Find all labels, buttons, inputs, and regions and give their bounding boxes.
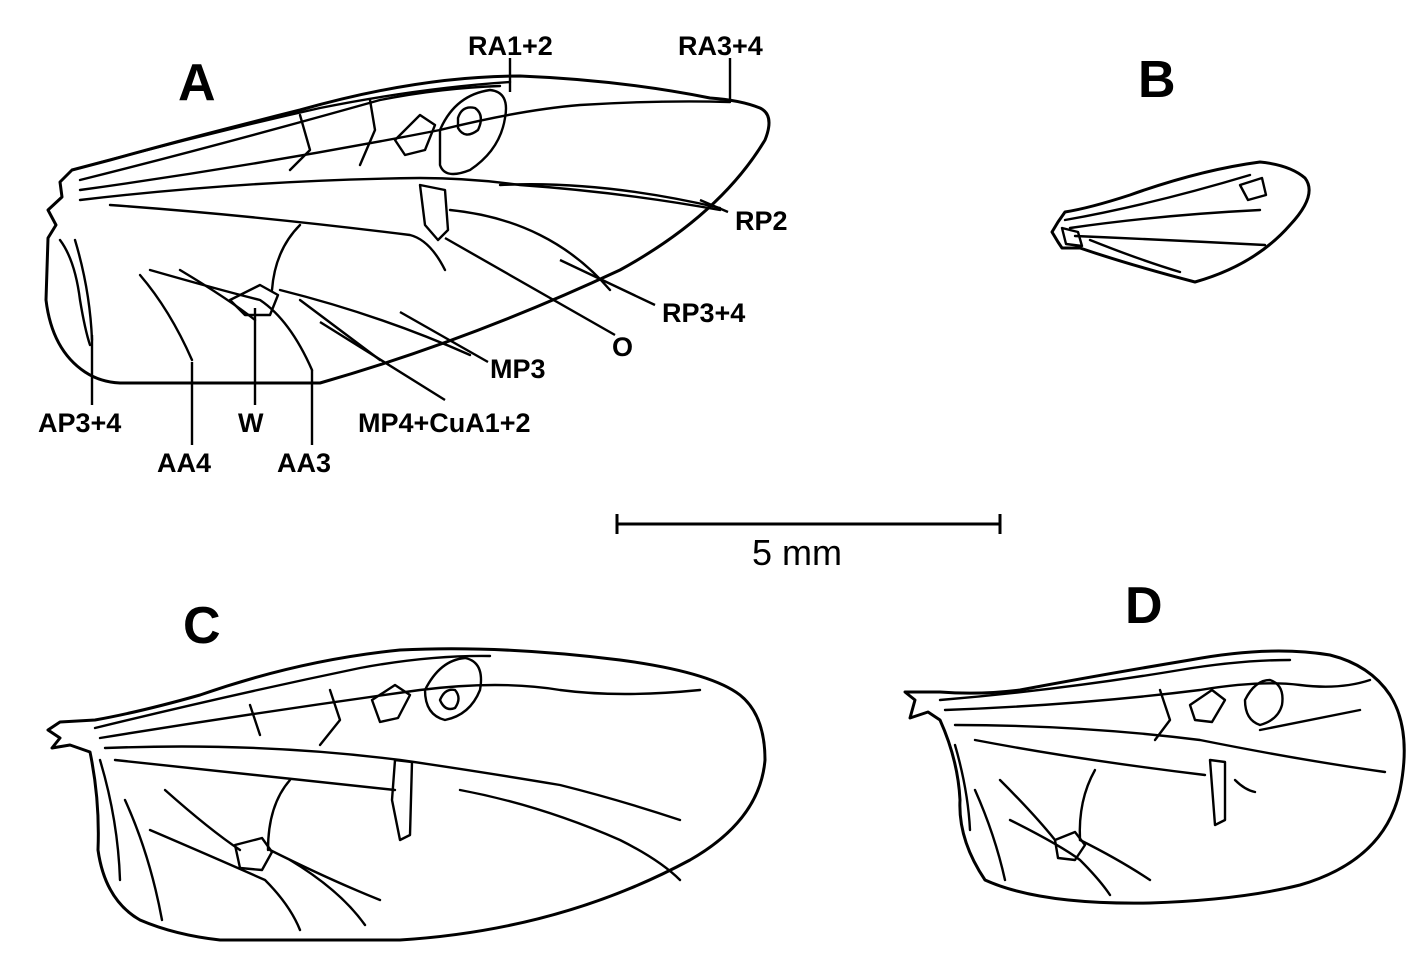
label-rp3-4: RP3+4 [662,298,745,328]
wing-d [903,649,1406,905]
label-ap3-4: AP3+4 [38,408,121,438]
label-aa3: AA3 [277,448,331,478]
wing-a-rp-vein [78,176,722,212]
leader-o [444,236,616,337]
wing-c-outline [46,647,767,942]
wing-a-mp-loop [270,223,302,292]
wing-a-ra-vein [78,100,732,192]
wing-b-base [1060,226,1084,248]
wing-a-subcostal-vein [78,84,502,182]
wing-a-rp2-branch [498,183,722,210]
panel-letter-c: C [183,597,221,655]
wing-b-vein-1 [1063,173,1252,222]
wing-a-cross-vein-2 [358,98,377,167]
wing-a-stigma-cell [438,88,508,176]
wing-c-mp-loop [266,778,292,852]
label-ra1-2: RA1+2 [468,31,553,61]
wing-c-cross-vein-2 [318,688,342,747]
wing-d-cross-cell-1 [1188,688,1227,724]
wing-c-rp3-branch [458,788,682,882]
wing-d-cross-vein-2 [1153,688,1172,742]
wing-c-ap-vein [98,758,122,882]
wing-c-cell-w [233,836,274,872]
wing-a-costal-vein [78,80,512,170]
wing-b-vein-2 [1068,208,1262,230]
wing-a-cross-vein-3 [288,113,312,172]
wing-d-mp-loop [1078,768,1097,842]
label-mp3: MP3 [490,354,546,384]
wing-c-stigma-loop [438,688,460,711]
panel-letter-a: A [178,54,216,112]
wing-c-aa4-vein [123,798,164,922]
panel-letter-d: D [1125,577,1163,635]
wing-d-rp3-branch [1233,778,1257,794]
label-w: W [238,408,264,438]
wing-d-o-cell [1208,758,1227,827]
wing-c-m-vein [113,758,397,792]
wing-b [1050,160,1311,284]
label-o: O [612,332,633,362]
wing-c-cua-vein [148,828,302,932]
wing-a-ap-vein [73,238,94,342]
wing-c-mp3-branch [268,848,382,902]
wing-d-outline [903,649,1406,905]
wing-c-costal-vein [93,654,492,730]
wing-d-stigma-cell [1243,678,1284,727]
wing-d-m-vein [973,738,1207,777]
wing-b-cell [1238,176,1268,202]
wing-c-cross-vein-3 [248,703,262,737]
wing-c-aa3-vein [163,788,242,852]
wing-d-ap-vein [953,743,972,832]
wing-b-outline [1050,160,1311,284]
scale-bar: 5 mm [615,514,1002,573]
wing-b-vein-4 [1088,238,1182,274]
vein-labels: RA1+2 RA3+4 RP2 RP3+4 O MP3 MP4+CuA1+2 A… [38,31,788,478]
label-mp4-cua1-2: MP4+CuA1+2 [358,408,531,438]
wing-a-anal-loop [58,238,92,347]
wing-a-stigma-loop [456,106,483,136]
wing-a-aa4-vein [138,273,194,362]
wing-d-rp-vein [953,723,1387,774]
wing-a [44,74,771,385]
wing-d-ra-vein [943,678,1372,712]
label-rp2: RP2 [735,206,788,236]
leader-mp3 [399,310,489,364]
wing-d-costal-vein [938,658,1292,702]
wing-c-o-cell [390,758,414,842]
leader-rp2 [699,198,729,214]
leader-mp4-cua [319,320,446,402]
wing-c-rp-vein [103,745,682,822]
wing-a-outline [44,74,771,385]
wing-b-vein-3 [1073,234,1267,247]
wing-d-aa3-vein [998,778,1057,842]
wing-c-cross-cell-1 [370,683,412,724]
wing-d-cell-w [1053,830,1087,862]
wing-a-cross-cell-1 [393,113,437,157]
label-aa4: AA4 [157,448,211,478]
wing-a-m-vein [108,203,447,272]
wing-c [46,647,767,942]
label-ra3-4: RA3+4 [678,31,763,61]
label-leaders [90,58,732,445]
wing-a-cua-vein [148,268,314,372]
scale-bar-label: 5 mm [752,532,842,573]
wing-a-aa3-vein [178,268,257,322]
wing-d-mp3-branch [1078,838,1152,882]
wing-d-aa4-vein [973,788,1007,882]
wing-c-ra-vein [98,683,702,740]
wing-c-mp4-branch [288,858,367,927]
panel-letter-b: B [1138,51,1176,109]
wing-a-cell-w [228,283,280,317]
wing-d-cua-vein [1008,818,1112,897]
wing-a-rp3-branch [448,208,612,292]
wing-a-o-cell [418,183,450,242]
wing-c-stigma-cell [423,656,483,722]
leader-rp3-4 [559,258,656,307]
wing-d-rp2-branch [1258,708,1362,732]
wing-a-mp3-branch [278,288,472,357]
